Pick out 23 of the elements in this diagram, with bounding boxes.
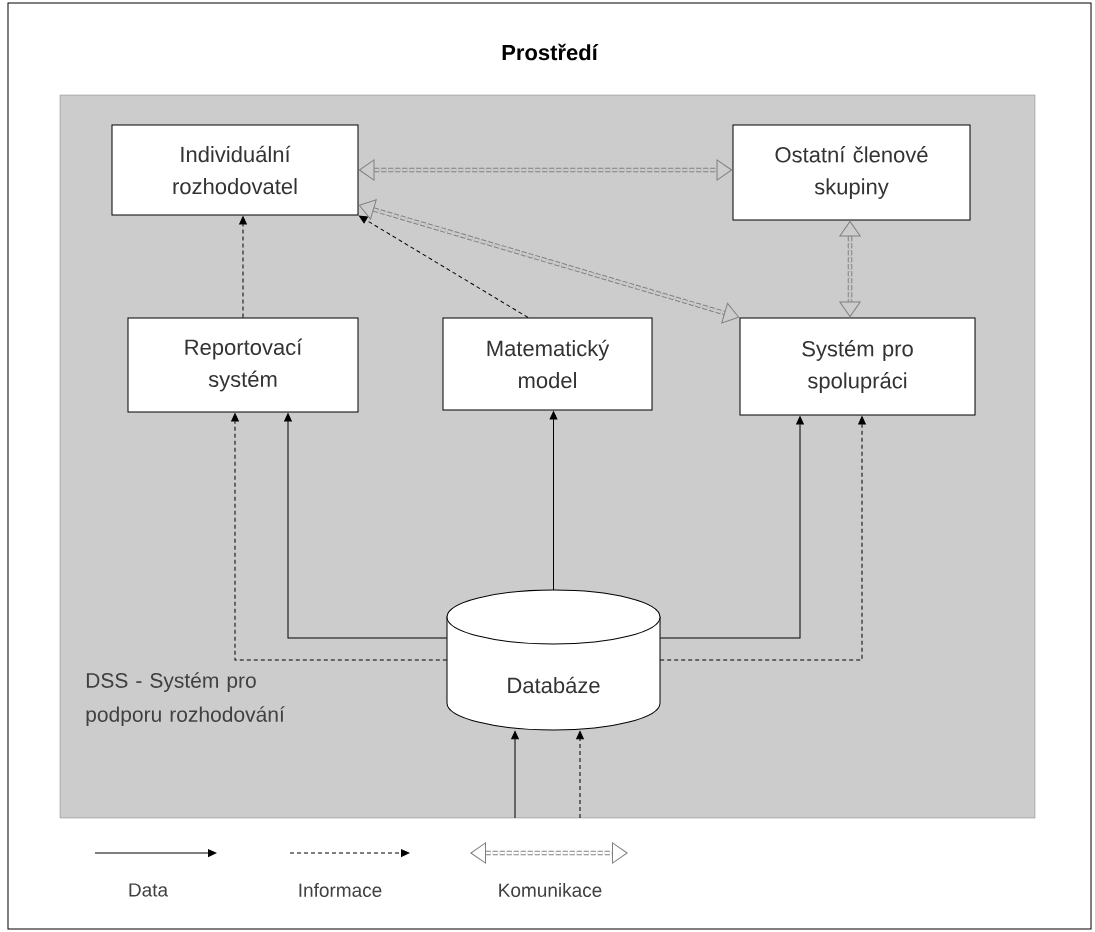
arrow [659,416,804,639]
arrow [839,220,861,318]
title: Prostředí [502,43,599,61]
legend-label: Data [129,883,169,897]
arrow [239,216,247,318]
process-box: Matematický model [442,317,653,411]
process-box: Reportovací systém [127,317,359,413]
area-label: DSS - Systém pro podporu rozhodování [86,672,285,727]
process-box: Systém pro spolupráci [739,317,976,416]
arrow [576,730,584,819]
arrow [359,215,529,318]
database-cylinder: Databáze [446,589,661,731]
process-box: Ostatní členové skupiny [732,124,971,221]
legend-label: Komunikace [499,883,602,897]
arrow [659,416,866,661]
arrow [231,413,448,661]
legend-label: Informace [299,883,382,897]
arrow [358,199,740,324]
arrow [549,411,558,591]
process-box: Individuální rozhodovatel [111,124,359,216]
arrow [284,413,448,639]
arrow [358,159,733,181]
arrow [511,730,519,819]
